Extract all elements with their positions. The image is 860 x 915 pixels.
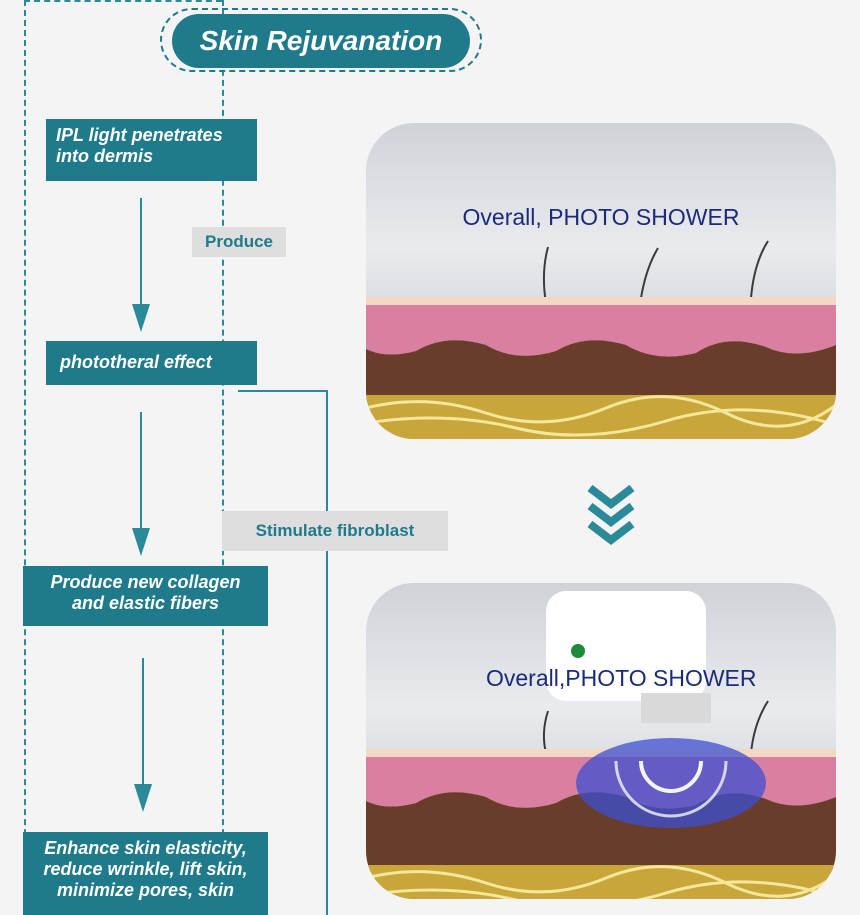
top-panel-caption: Overall, PHOTO SHOWER	[462, 204, 740, 230]
skin-panel-before: Overall, PHOTO SHOWER	[366, 123, 836, 439]
right-dashed-line	[222, 0, 224, 915]
arrow-3-head	[134, 784, 152, 812]
stimulate-fibroblast-label: Stimulate fibroblast	[222, 511, 448, 551]
arrow-3-shaft	[142, 658, 144, 788]
bottom-panel-caption: Overall,PHOTO SHOWER	[486, 665, 757, 691]
title-outline	[160, 8, 482, 72]
fibroblast-connector-right	[326, 390, 328, 915]
left-dashed-line	[24, 0, 26, 915]
step-ipl-penetrates: IPL light penetrates into dermis	[46, 119, 257, 181]
step-phototheral-effect: phototheral effect	[46, 341, 257, 385]
skin-layers-illustration	[366, 240, 836, 439]
skin-treatment-illustration	[366, 591, 836, 899]
fibroblast-connector-top	[238, 390, 328, 392]
top-dashed-line	[24, 0, 222, 2]
skin-panel-after: Overall,PHOTO SHOWER	[366, 583, 836, 899]
step-enhance-elasticity: Enhance skin elasticity, reduce wrinkle,…	[23, 832, 268, 915]
chevron-down-icon	[587, 484, 635, 546]
page-title: Skin Rejuvanation	[172, 14, 470, 68]
arrow-1-shaft	[140, 198, 142, 308]
step-produce-collagen: Produce new collagen and elastic fibers	[23, 566, 268, 626]
arrow-2-head	[132, 528, 150, 556]
produce-label: Produce	[192, 227, 286, 257]
arrow-1-head	[132, 304, 150, 332]
arrow-2-shaft	[140, 412, 142, 532]
